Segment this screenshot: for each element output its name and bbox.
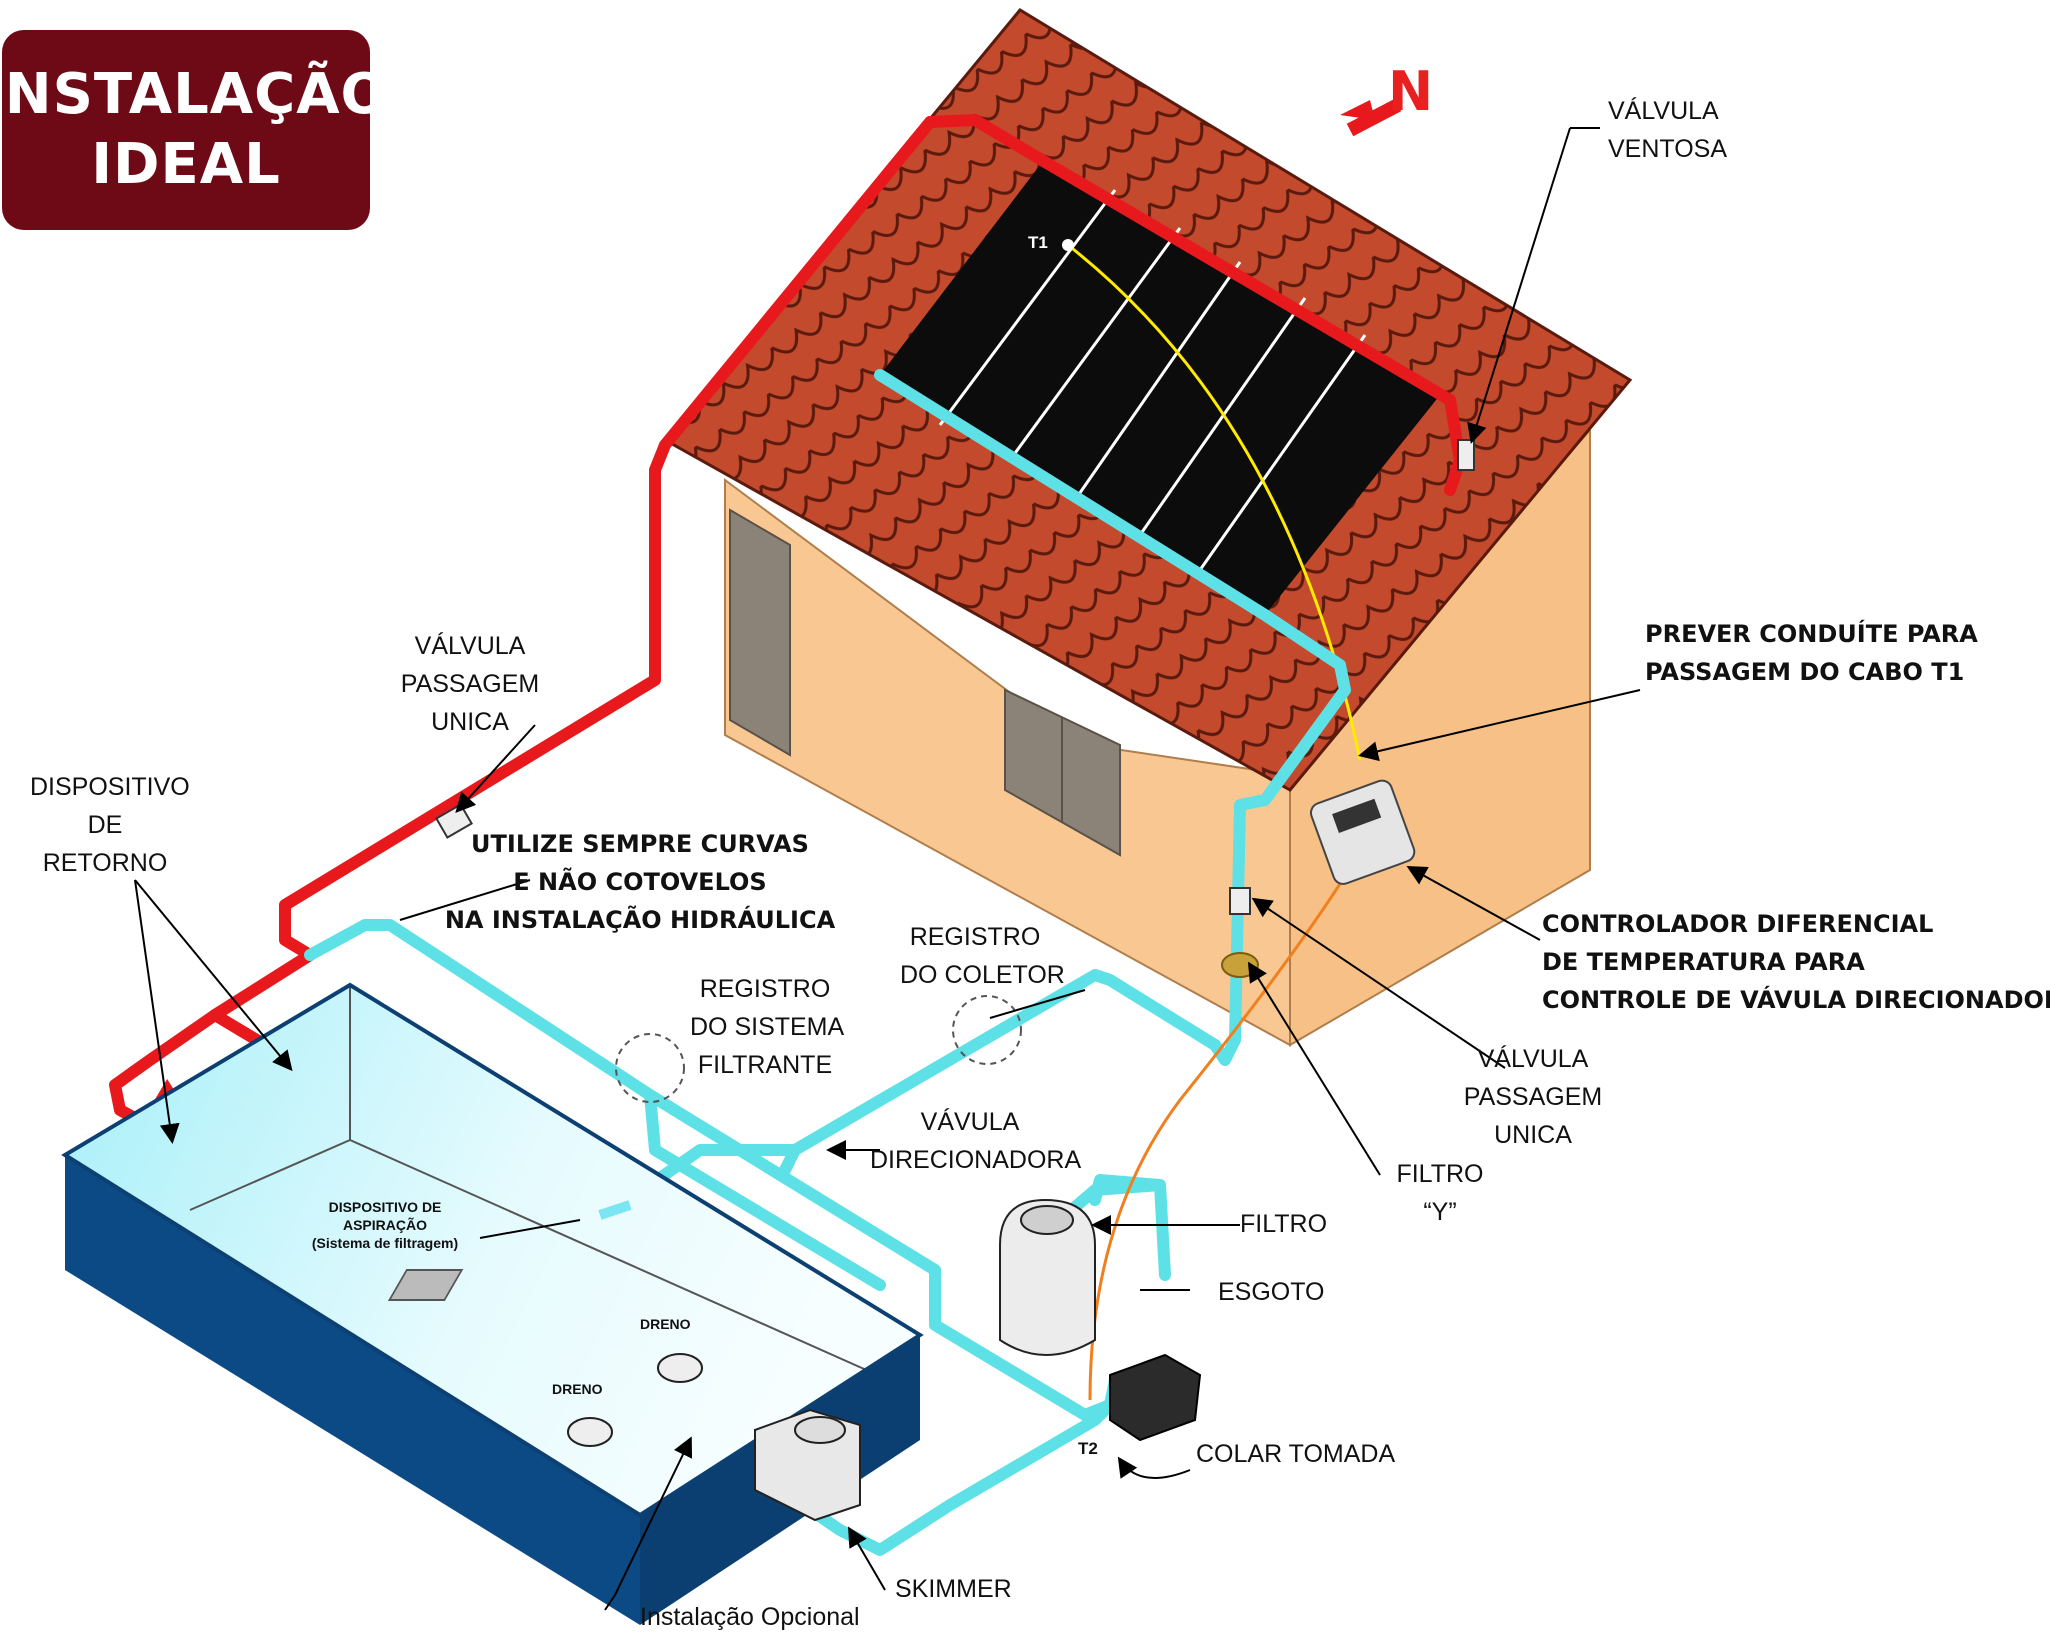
label-vpu-right-line1: VÁLVULA bbox=[1477, 1045, 1589, 1073]
label-skimmer: SKIMMER bbox=[895, 1575, 1012, 1603]
label-vpu-right-line3: UNICA bbox=[1494, 1121, 1572, 1149]
collector-panel bbox=[880, 165, 1440, 615]
house-door bbox=[729, 508, 791, 757]
registro-coletor-marker bbox=[952, 995, 1022, 1065]
valvula-ventosa-body bbox=[1457, 439, 1475, 471]
label-filtro-y: FILTRO “Y” bbox=[1385, 1155, 1495, 1231]
valvula-passagem-right-body bbox=[1229, 887, 1251, 915]
label-registro-filtrante-line2: DO SISTEMA bbox=[690, 1013, 845, 1041]
cold-water-pipes bbox=[304, 369, 1351, 1556]
label-valvula-ventosa: VÁLVULA VENTOSA bbox=[1608, 92, 1727, 168]
label-valvula-passagem-unica-left: VÁLVULA PASSAGEM UNICA bbox=[395, 627, 545, 741]
label-registro-filtrante-line3: FILTRANTE bbox=[697, 1051, 833, 1079]
label-registro-coletor: REGISTRO DO COLETOR bbox=[900, 918, 1065, 994]
label-controlador: CONTROLADOR DIFERENCIAL DE TEMPERATURA P… bbox=[1542, 905, 2050, 1019]
label-dispositivo-aspiracao: DISPOSITIVO DE ASPIRAÇÃO (Sistema de fil… bbox=[295, 1198, 475, 1252]
label-esgoto: ESGOTO bbox=[1218, 1278, 1325, 1306]
label-dispositivo-retorno-line1: DISPOSITIVO bbox=[30, 773, 190, 801]
label-colar-tomada: COLAR TOMADA bbox=[1196, 1440, 1396, 1468]
label-instalacao-opcional: Instalação Opcional bbox=[640, 1603, 860, 1631]
label-vpu-left-line1: VÁLVULA bbox=[414, 632, 526, 660]
label-prever-conduite: PREVER CONDUÍTE PARA PASSAGEM DO CABO T1 bbox=[1645, 615, 1978, 691]
label-controlador-line2: DE TEMPERATURA PARA bbox=[1542, 948, 1865, 976]
label-vavula-direcionadora: VÁVULA DIRECIONADORA bbox=[870, 1103, 1082, 1179]
label-dispositivo-retorno: DISPOSITIVO DE RETORNO bbox=[30, 768, 190, 882]
label-utilize-curvas-line1: UTILIZE SEMPRE CURVAS bbox=[471, 830, 809, 858]
title-line-1: INSTALAÇÃO bbox=[0, 62, 390, 127]
title-badge: INSTALAÇÃO IDEAL bbox=[0, 30, 388, 230]
pool-left-side bbox=[65, 1155, 640, 1625]
label-filtro-y-line2: “Y” bbox=[1423, 1198, 1457, 1226]
label-registro-coletor-line1: REGISTRO bbox=[909, 923, 1041, 951]
title-line-2: IDEAL bbox=[91, 132, 281, 197]
label-dreno-2: DRENO bbox=[640, 1316, 691, 1332]
y-filter bbox=[1221, 952, 1259, 978]
esgoto-grate bbox=[387, 1269, 464, 1301]
controller-box bbox=[1309, 779, 1416, 885]
label-filtro: FILTRO bbox=[1240, 1210, 1328, 1238]
label-vpu-left-line2: PASSAGEM bbox=[400, 670, 540, 698]
label-vpu-right-line2: PASSAGEM bbox=[1463, 1083, 1603, 1111]
label-dispositivo-retorno-line2: DE bbox=[87, 811, 123, 839]
label-vavula-direcionadora-line2: DIRECIONADORA bbox=[870, 1146, 1082, 1174]
aspiration-arrow bbox=[598, 1200, 632, 1220]
label-registro-filtrante: REGISTRO DO SISTEMA FILTRANTE bbox=[690, 970, 845, 1084]
dreno-2-fitting bbox=[657, 1353, 703, 1383]
dreno-1-fitting bbox=[567, 1417, 613, 1447]
north-arrow-shaft bbox=[1346, 98, 1402, 137]
label-aspiracao-line2: ASPIRAÇÃO bbox=[342, 1217, 427, 1233]
t1-sensor bbox=[1062, 239, 1074, 251]
label-vpu-left-line3: UNICA bbox=[431, 708, 509, 736]
orange-power-cable bbox=[1088, 859, 1357, 1401]
label-prever-conduite-line2: PASSAGEM DO CABO T1 bbox=[1645, 658, 1965, 686]
label-registro-coletor-line2: DO COLETOR bbox=[900, 961, 1065, 989]
label-utilize-curvas-line3: NA INSTALAÇÃO HIDRÁULICA bbox=[444, 906, 836, 934]
solar-collector bbox=[880, 165, 1440, 761]
label-valvula-ventosa-line2: VENTOSA bbox=[1608, 135, 1728, 163]
label-registro-filtrante-line1: REGISTRO bbox=[699, 975, 831, 1003]
label-vavula-direcionadora-line1: VÁVULA bbox=[920, 1108, 1020, 1136]
pump bbox=[1109, 1353, 1202, 1442]
compass-north-label: N bbox=[1388, 60, 1434, 123]
pool-water bbox=[65, 985, 920, 1515]
label-aspiracao-line3: (Sistema de filtragem) bbox=[311, 1235, 459, 1251]
label-dreno-1: DRENO bbox=[552, 1381, 603, 1397]
label-t2: T2 bbox=[1078, 1439, 1098, 1458]
label-prever-conduite-line1: PREVER CONDUÍTE PARA bbox=[1645, 620, 1978, 648]
filter-tank bbox=[999, 1198, 1096, 1356]
label-dispositivo-retorno-line3: RETORNO bbox=[42, 849, 168, 877]
label-utilize-curvas: UTILIZE SEMPRE CURVAS E NÃO COTOVELOS NA… bbox=[440, 825, 840, 939]
label-t1: T1 bbox=[1028, 233, 1048, 252]
label-filtro-y-line1: FILTRO bbox=[1396, 1160, 1484, 1188]
label-utilize-curvas-line2: E NÃO COTOVELOS bbox=[513, 868, 767, 896]
leader-lines bbox=[134, 127, 1641, 1611]
label-aspiracao-line1: DISPOSITIVO DE bbox=[328, 1199, 442, 1215]
label-valvula-passagem-unica-right: VÁLVULA PASSAGEM UNICA bbox=[1458, 1040, 1608, 1154]
label-controlador-line3: CONTROLE DE VÁVULA DIRECIONADORA bbox=[1542, 986, 2050, 1014]
registro-filtrante-marker bbox=[615, 1033, 685, 1103]
label-valvula-ventosa-line1: VÁLVULA bbox=[1608, 97, 1719, 125]
label-controlador-line1: CONTROLADOR DIFERENCIAL bbox=[1542, 910, 1934, 938]
